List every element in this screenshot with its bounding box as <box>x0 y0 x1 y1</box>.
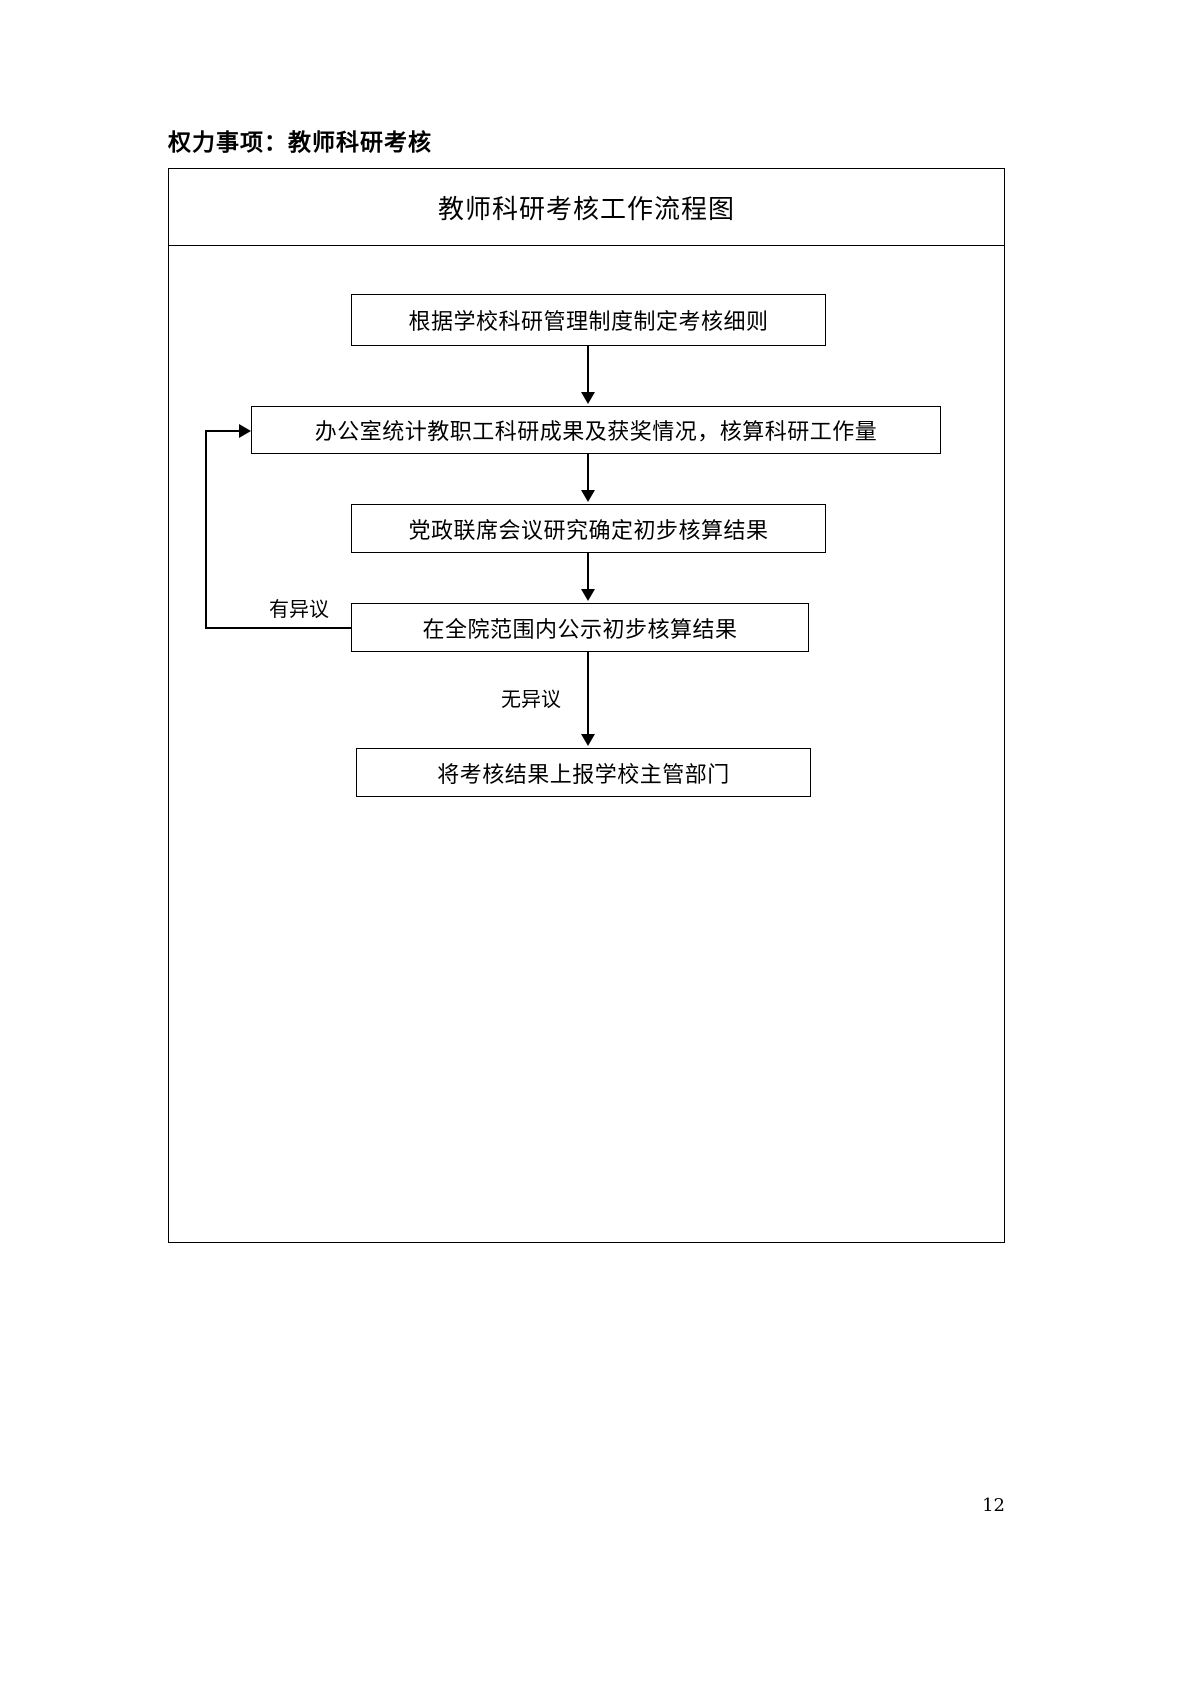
flow-node-1: 根据学校科研管理制度制定考核细则 <box>351 294 826 346</box>
page-title: 权力事项：教师科研考核 <box>168 130 432 156</box>
page-number: 12 <box>982 1495 1005 1516</box>
connector-n4-n5-arrow <box>581 734 595 746</box>
flowchart-title: 教师科研考核工作流程图 <box>437 194 735 225</box>
connector-n1-n2-arrow <box>581 392 595 404</box>
flowchart-canvas: 根据学校科研管理制度制定考核细则 办公室统计教职工科研成果及获奖情况，核算科研工… <box>169 246 1004 1244</box>
flow-node-4: 在全院范围内公示初步核算结果 <box>351 603 809 652</box>
connector-n2-n3-line <box>587 454 589 492</box>
feedback-loop-bottom-segment <box>205 627 352 629</box>
flow-node-2: 办公室统计教职工科研成果及获奖情况，核算科研工作量 <box>251 406 941 454</box>
connector-n1-n2-line <box>587 346 589 394</box>
feedback-loop-top-segment <box>205 430 241 432</box>
flowchart-title-row: 教师科研考核工作流程图 <box>169 169 1004 246</box>
connector-n3-n4-line <box>587 553 589 591</box>
connector-n3-n4-arrow <box>581 589 595 601</box>
connector-n4-n5-line <box>587 652 589 736</box>
flow-node-5: 将考核结果上报学校主管部门 <box>356 748 811 797</box>
edge-label-objection: 有异议 <box>269 597 329 621</box>
feedback-loop-vertical-segment <box>205 430 207 628</box>
connector-n2-n3-arrow <box>581 490 595 502</box>
flowchart-frame: 教师科研考核工作流程图 根据学校科研管理制度制定考核细则 办公室统计教职工科研成… <box>168 168 1005 1243</box>
edge-label-no-objection: 无异议 <box>501 687 561 711</box>
flow-node-3: 党政联席会议研究确定初步核算结果 <box>351 504 826 553</box>
feedback-loop-arrow <box>239 424 251 438</box>
